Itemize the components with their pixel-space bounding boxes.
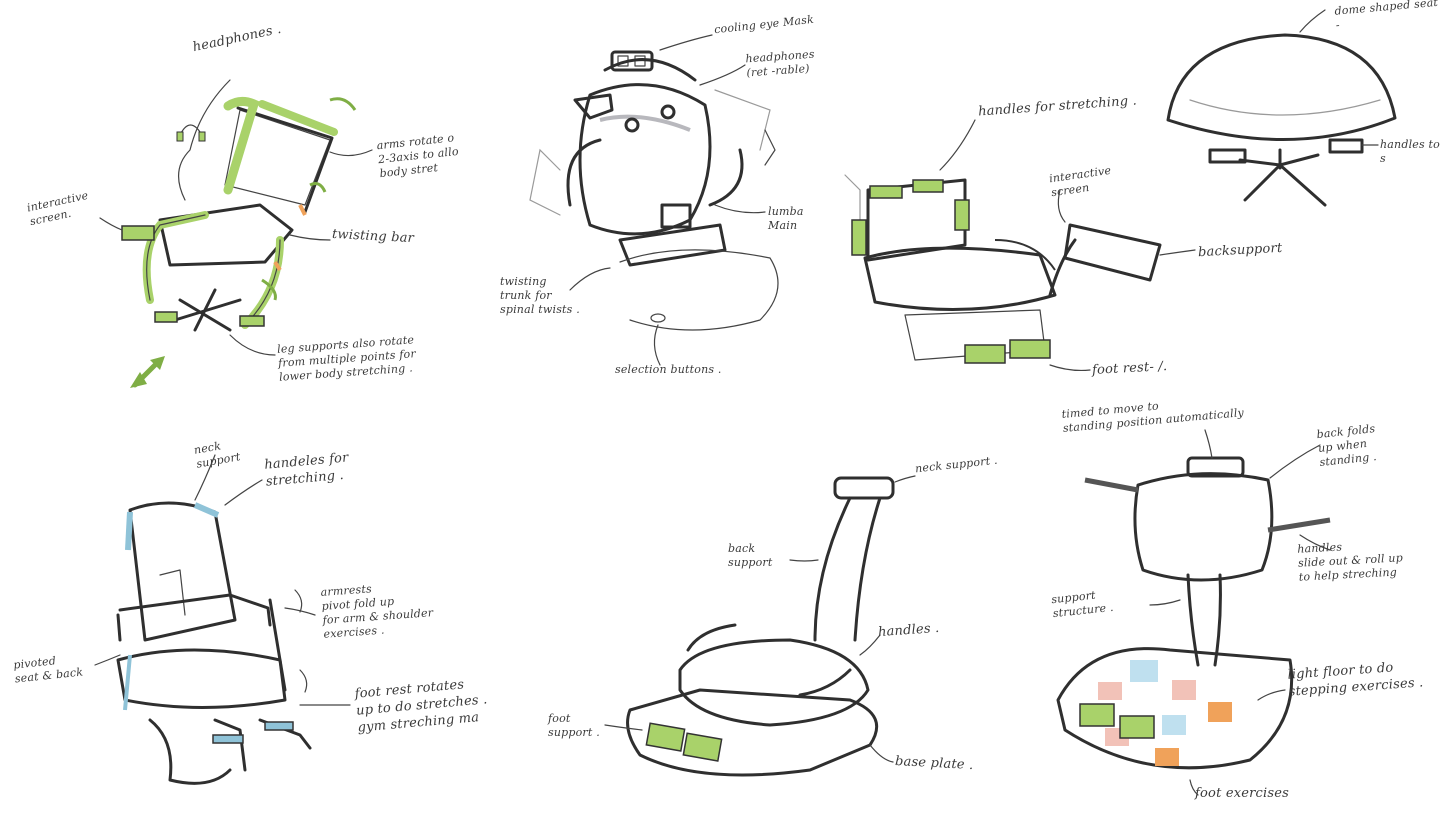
chair-1-arms-label: arms rotate o 2-3axis to allo body stret: [376, 131, 460, 181]
chair-6-back-label: back support: [728, 542, 773, 569]
chair-1-sketch: [99, 79, 373, 388]
chair-2-twisting-label: twisting trunk for spinal twists .: [500, 275, 580, 316]
chair-6-foot-label: foot support .: [548, 712, 600, 739]
chair-7-back-label: back folds up when standing .: [1315, 422, 1378, 469]
chair-4-sketch: [1166, 9, 1397, 207]
chair-4-handles-label: handles to s: [1380, 138, 1440, 165]
chair-2-lumbar-label: lumba Main: [768, 205, 804, 232]
chair-2-buttons-label: selection buttons .: [615, 363, 722, 376]
chair-2-sketch: [529, 34, 779, 366]
chair-7-sketch: [1056, 429, 1331, 796]
chair-2-headphones-label: headphones (ret -rable): [745, 47, 816, 80]
chair-7-foot-label: foot exercises: [1195, 786, 1290, 801]
chair-7-handles-label: handles slide out & roll up to help stre…: [1296, 540, 1404, 584]
chair-6-sketch: [604, 475, 916, 777]
chair-5-armrests-label: armrests pivot fold up for arm & shoulde…: [320, 582, 434, 641]
chair-5-sketch: [94, 454, 351, 785]
chair-3-sketch: [844, 119, 1196, 372]
